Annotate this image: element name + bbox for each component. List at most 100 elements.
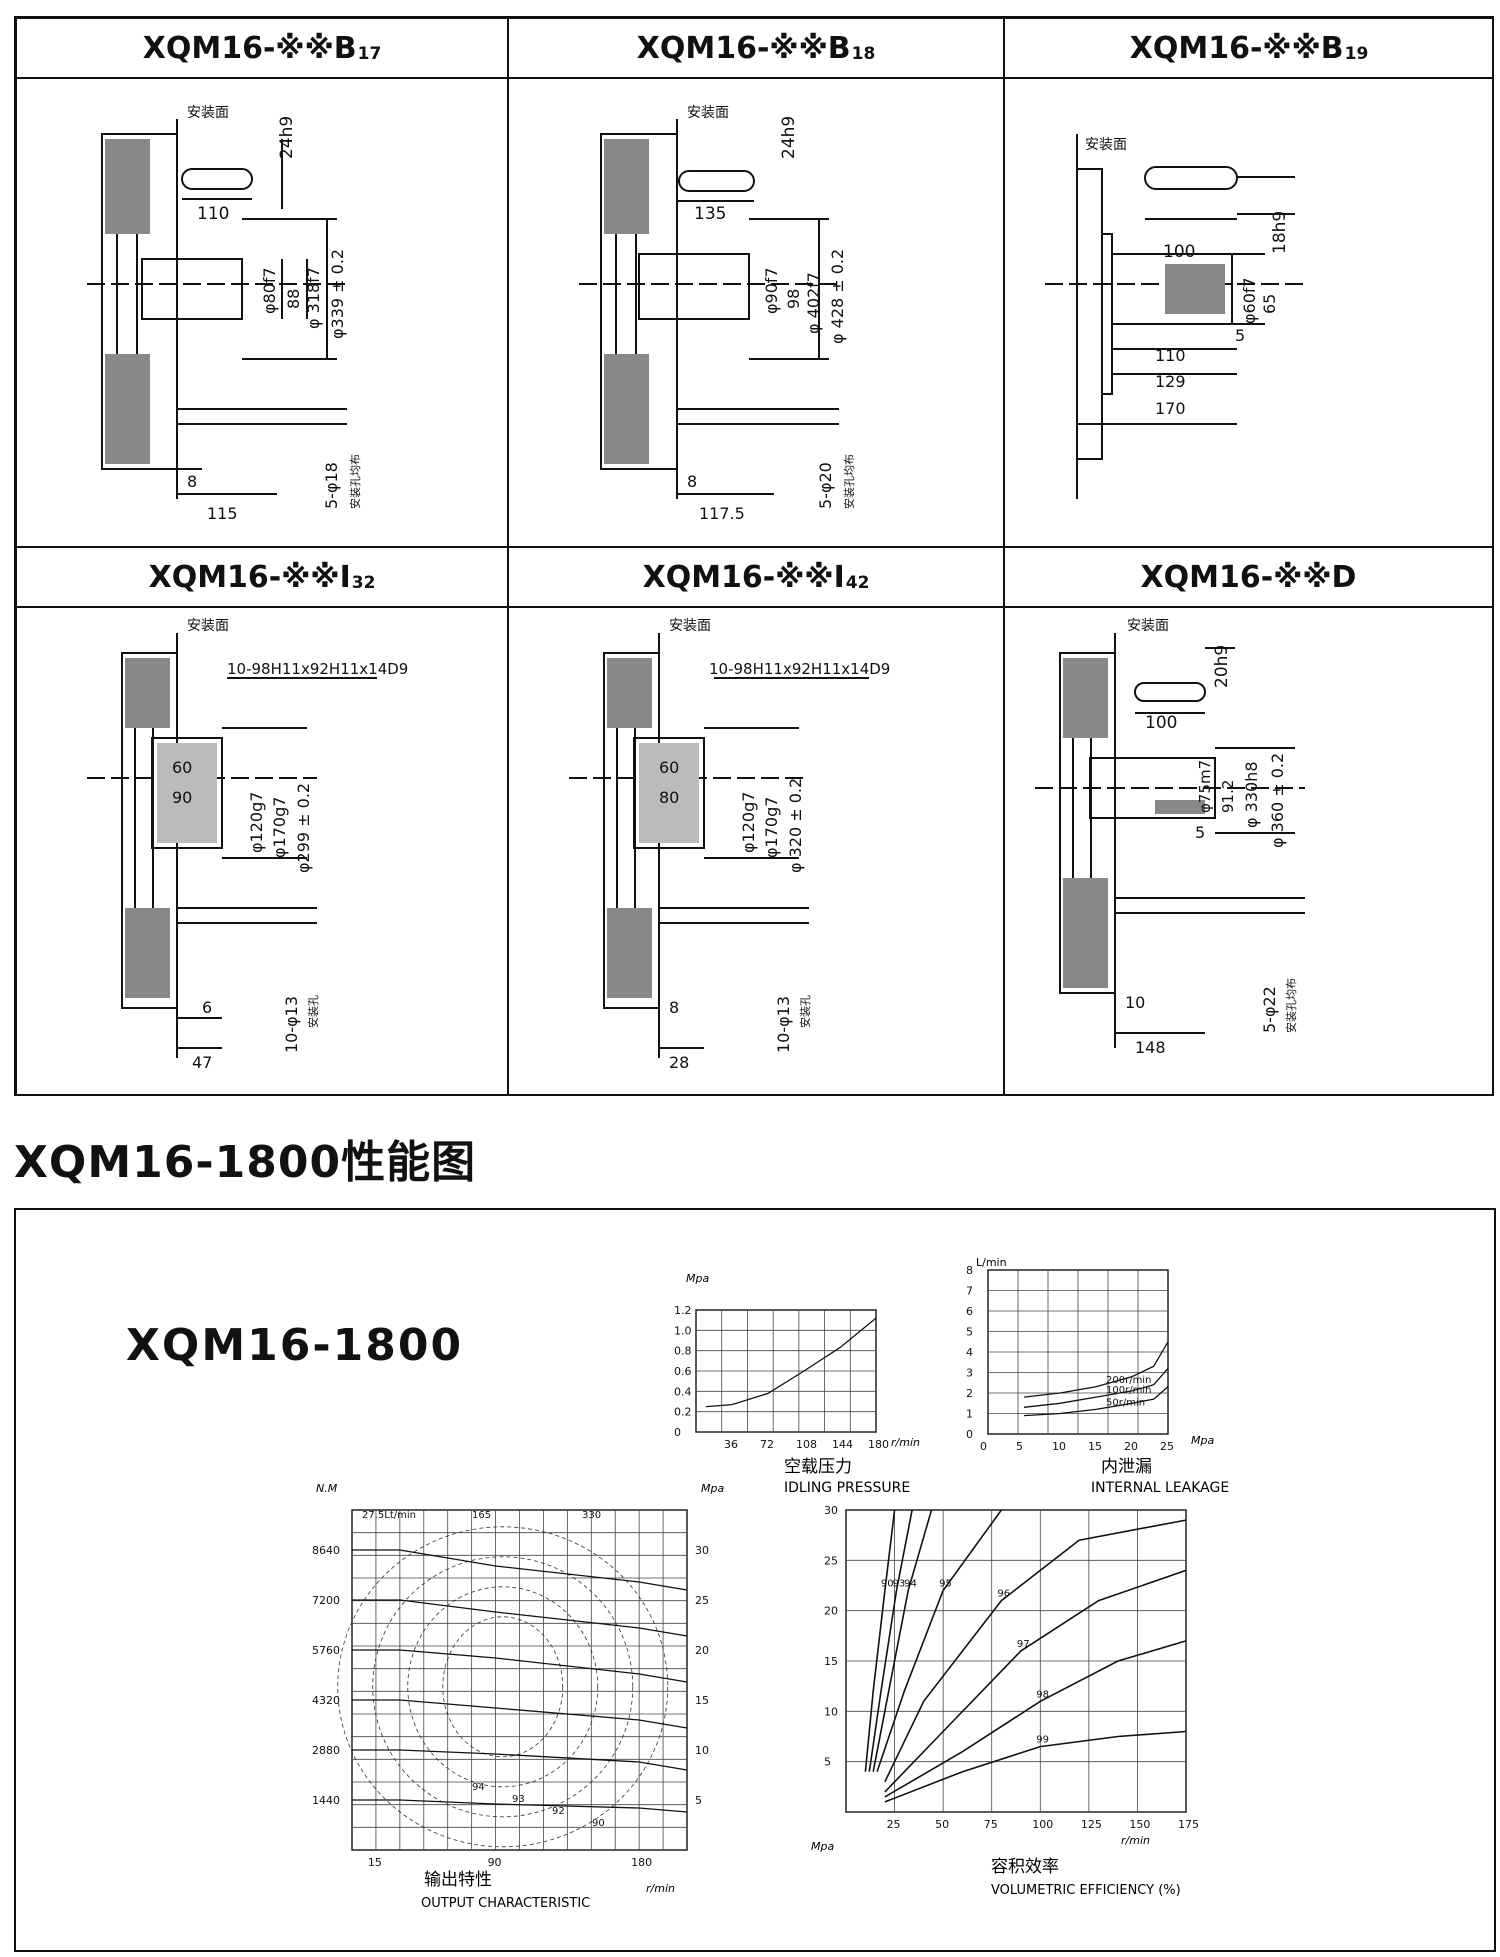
drawing-b19-figure: 安装面 100 18h9 φ60f7 65 5 110 129 170 [1045,134,1305,499]
svg-text:8: 8 [687,472,697,491]
svg-text:8: 8 [669,998,679,1017]
x-tick-label: 10 [1052,1440,1066,1453]
efficiency-label: 94 [472,1782,485,1793]
y-tick-label: 5 [824,1756,831,1769]
svg-text:φ 428 ± 0.2: φ 428 ± 0.2 [828,249,847,344]
svg-text:φ120g7: φ120g7 [247,792,266,853]
chart-title: 输出特性 [424,1870,492,1890]
svg-text:88: 88 [284,289,303,309]
svg-text:φ170g7: φ170g7 [270,797,289,858]
y-tick-label: 20 [824,1605,838,1618]
x-tick-label: 125 [1081,1818,1102,1831]
series-label: 93 [893,1579,906,1590]
svg-text:90: 90 [172,788,192,807]
y-tick-label: 8 [966,1264,973,1277]
x-tick-label: 100 [1032,1818,1053,1831]
y-tick-label: 1.0 [674,1324,692,1337]
efficiency-contour [442,1616,564,1758]
svg-text:φ339 ± 0.2: φ339 ± 0.2 [328,249,347,339]
svg-text:91.2: 91.2 [1219,780,1237,813]
svg-text:20h9: 20h9 [1212,645,1232,688]
flow-label: 165 [472,1510,491,1521]
efficiency-label: 92 [552,1806,565,1817]
chart-subtitle: INTERNAL LEAKAGE [1091,1480,1229,1496]
series-label: 98 [1036,1689,1049,1700]
y2-tick-label: 25 [695,1594,709,1607]
svg-text:100: 100 [1145,713,1177,733]
y-tick-label: 0.4 [674,1385,692,1398]
svg-text:6: 6 [202,998,212,1017]
chart-ylabel: Mpa [811,1840,834,1853]
efficiency-contour [372,1556,634,1818]
x-tick-label: 175 [1178,1818,1199,1831]
chart-title: 容积效率 [991,1857,1059,1877]
series-label: 96 [997,1589,1010,1600]
x-tick-label: 108 [796,1438,817,1451]
series-label: 90 [881,1579,894,1590]
y-tick-label: 0.8 [674,1345,692,1358]
series-line [352,1649,688,1683]
svg-text:安装面: 安装面 [687,105,729,121]
drawing-b18-figure: 安装面 24h9 135 φ90f7 98 φ 402f7 φ 428 ± 0.… [579,105,856,523]
svg-text:24h9: 24h9 [277,116,297,159]
svg-text:安装面: 安装面 [1127,618,1169,634]
svg-text:24h9: 24h9 [779,116,799,159]
chart-subtitle: OUTPUT CHARACTERISTIC [421,1896,590,1911]
svg-text:115: 115 [207,504,238,523]
y-tick-label: 4320 [312,1694,340,1707]
series-line [884,1569,1187,1793]
series-line [352,1549,688,1591]
chart-xlabel: r/min [646,1882,675,1895]
series-line [876,1509,1003,1772]
x-tick-label: 180 [631,1856,652,1869]
x-tick-label: 25 [1160,1440,1174,1453]
y-tick-label: 1440 [312,1794,340,1807]
x-tick-label: 144 [832,1438,853,1451]
svg-text:φ90f7: φ90f7 [762,267,781,314]
y-tick-label: 6 [966,1305,973,1318]
svg-text:安装面: 安装面 [187,618,229,634]
svg-text:60: 60 [659,758,679,777]
drawing-i42-figure: 安装面 10-98H11x92H11x14D9 60 80 φ120g7 φ17… [569,618,890,1072]
y-tick-label: 0 [966,1428,973,1441]
chart-y2label: Mpa [701,1482,724,1495]
svg-text:8: 8 [187,472,197,491]
svg-text:148: 148 [1135,1038,1166,1057]
flow-label: 330 [582,1510,601,1521]
x-tick-label: 25 [887,1818,901,1831]
y-tick-label: 5 [966,1326,973,1339]
y-tick-label: 1 [966,1408,973,1421]
svg-text:安装面: 安装面 [669,618,711,634]
series-line [352,1749,688,1771]
y2-tick-label: 20 [695,1644,709,1657]
flow-label: 27.5Lt/min [362,1510,416,1521]
svg-text:60: 60 [172,758,192,777]
svg-text:100: 100 [1163,242,1195,262]
svg-text:47: 47 [192,1053,212,1072]
y-tick-label: 2 [966,1387,973,1400]
y-tick-label: 0 [674,1426,681,1439]
svg-text:φ60f7: φ60f7 [1240,277,1259,324]
chart-xlabel: Mpa [1191,1434,1214,1447]
y-tick-label: 2880 [312,1744,340,1757]
x-tick-label: 15 [368,1856,382,1869]
x-tick-label: 72 [760,1438,774,1451]
series-line [1023,1386,1169,1417]
svg-text:65: 65 [1260,294,1279,314]
y-tick-label: 7 [966,1285,973,1298]
drawing-d: XQM16-※※D 安装面 20h9 100 [1004,547,1494,1096]
y-tick-label: 5760 [312,1644,340,1657]
series-line [884,1730,1187,1803]
svg-text:10-φ13: 10-φ13 [282,996,301,1053]
series-label: 97 [1017,1639,1030,1650]
series-label: 99 [1036,1735,1049,1746]
chart-title: 空载压力 [784,1457,852,1477]
